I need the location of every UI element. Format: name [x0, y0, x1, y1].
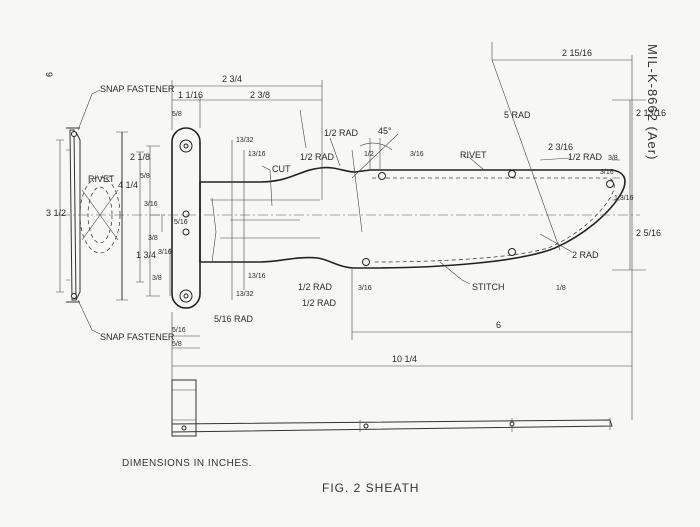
- dim-3-16-a: 3/16: [144, 201, 158, 208]
- belt-loop-view: [56, 131, 165, 301]
- dim-13-16-b: 13/16: [248, 273, 266, 280]
- rivet-left-label: RIVET: [88, 174, 115, 184]
- figure-caption: FIG. 2 SHEATH: [322, 481, 419, 495]
- dim-3-8-c: 3/8: [608, 155, 618, 162]
- dim-3-16-e: 3/16: [600, 169, 614, 176]
- dim-1-1-16: 1 1/16: [178, 90, 203, 100]
- dim-2-13-16: 2 13/16: [636, 108, 666, 118]
- radius-2-label: 2 RAD: [572, 250, 599, 260]
- radius-half-right-label: 1/2 RAD: [568, 152, 603, 162]
- sheath-plan-view: [150, 42, 640, 309]
- dim-2-3-16: 2 3/16: [548, 142, 573, 152]
- dim-2-3-4: 2 3/4: [222, 74, 242, 84]
- page-number: 9: [44, 72, 54, 77]
- dim-3-16-c: 3/16: [358, 285, 372, 292]
- dim-1-2: 1/2: [364, 151, 374, 158]
- snap-fastener-top-label: SNAP FASTENER: [100, 84, 175, 94]
- dim-3-16-d: 3/16: [158, 249, 172, 256]
- dim-13-32-a: 13/32: [236, 137, 254, 144]
- dim-2-15-16: 2 15/16: [562, 48, 592, 58]
- dim-2-1-8: 2 1/8: [130, 152, 150, 162]
- spec-number: MIL-K-8662 (Aer): [645, 44, 660, 160]
- dim-5-8-a: 5/8: [172, 111, 182, 118]
- dim-5-16-a: 5/16: [172, 327, 186, 334]
- dim-13-32-b: 13/32: [236, 291, 254, 298]
- side-profile-view: [66, 89, 101, 335]
- sheath-edge-view: [171, 379, 613, 437]
- dim-2-5-16: 2 5/16: [636, 228, 661, 238]
- dim-10-1-4: 10 1/4: [392, 354, 417, 364]
- radius-half-low1-label: 1/2 RAD: [298, 282, 333, 292]
- radius-half-mid-label: 1/2 RAD: [324, 128, 359, 138]
- dim-3-16-b: 3/16: [410, 151, 424, 158]
- rivet-right-label: RIVET: [460, 150, 487, 160]
- cut-label: CUT: [272, 164, 291, 174]
- dim-1-3-16: 1 3/16: [614, 195, 634, 202]
- radius-5-16-label: 5/16 RAD: [214, 314, 254, 324]
- dim-5-8-c: 5/8: [172, 341, 182, 348]
- radius-half-low2-label: 1/2 RAD: [302, 298, 337, 308]
- snap-fastener-bottom-label: SNAP FASTENER: [100, 332, 175, 342]
- dim-3-1-2: 3 1/2: [46, 208, 66, 218]
- dimension-lines: [146, 55, 646, 420]
- dim-3-8-b: 3/8: [152, 275, 162, 282]
- dim-13-16-a: 13/16: [248, 151, 266, 158]
- dim-4-1-4: 4 1/4: [118, 180, 138, 190]
- dim-1-3-4: 1 3/4: [136, 250, 156, 260]
- angle-45-label: 45°: [378, 126, 392, 136]
- radius-half-top-label: 1/2 RAD: [300, 152, 335, 162]
- dim-5-16-b: 5/16: [174, 219, 188, 226]
- radius-5-label: 5 RAD: [504, 110, 531, 120]
- units-note: DIMENSIONS IN INCHES.: [122, 458, 252, 469]
- dim-2-3-8: 2 3/8: [250, 90, 270, 100]
- stitch-label: STITCH: [472, 282, 505, 292]
- dim-1-8: 1/8: [556, 285, 566, 292]
- dim-3-8-a: 3/8: [148, 235, 158, 242]
- dim-6: 6: [496, 320, 501, 330]
- dim-5-8-b: 5/8: [140, 173, 150, 180]
